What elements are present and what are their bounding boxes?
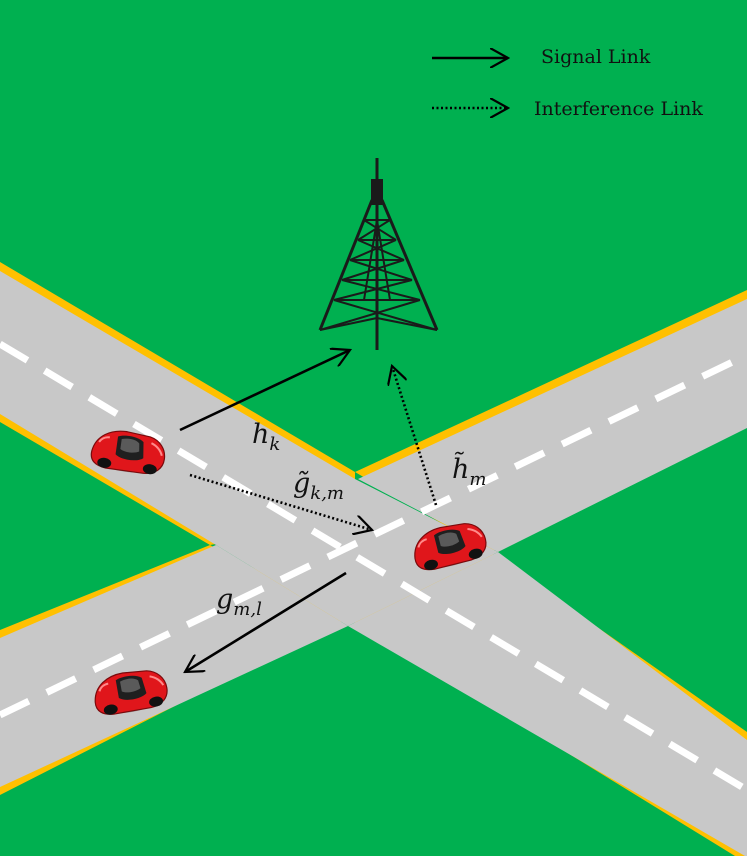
- label-h-k: hk: [252, 419, 280, 455]
- label-h-tilde-m: h̃m: [452, 451, 486, 490]
- interference-link-h-tilde-m-arrow: [392, 366, 438, 506]
- road-surface-northeast: [358, 299, 747, 552]
- road-intersection: [0, 262, 747, 856]
- legend-signal-label: Signal Link: [541, 46, 651, 68]
- label-g-tilde-km: g̃k,m: [293, 468, 344, 504]
- road-surface-southeast: [348, 552, 747, 856]
- road-surface-southwest: [0, 545, 348, 787]
- road-surface-main: [0, 271, 355, 545]
- lane-marking-southwest-northeast: [0, 351, 747, 719]
- lane-marking-northwest-southeast: [0, 340, 747, 794]
- label-g-ml: gm,l: [216, 584, 262, 620]
- base-station-tower-icon: [318, 158, 439, 350]
- signal-link-g-ml-arrow: [185, 571, 347, 672]
- legend: Signal Link Interference Link: [432, 46, 703, 120]
- legend-interference-label: Interference Link: [534, 98, 703, 120]
- interference-link-g-tilde-km-arrow: [189, 473, 372, 530]
- signal-link-h-k-arrow: [179, 350, 350, 432]
